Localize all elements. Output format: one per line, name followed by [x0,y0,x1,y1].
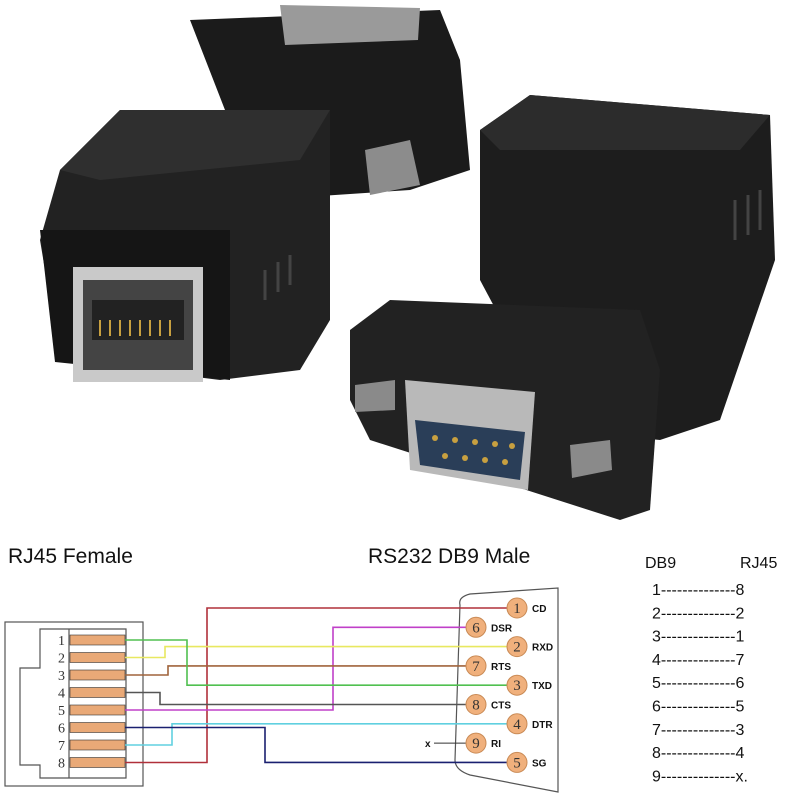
table-row: 1--------------8 [652,582,744,599]
db9-title: RS232 DB9 Male [368,545,530,568]
db9-signal-label: TXD [532,681,552,692]
db9-pin-circle [465,655,487,677]
db9-pin-number: 6 [472,620,480,636]
db9-pin-number: 5 [513,755,521,771]
db9-pin-circle [506,751,528,773]
db9-signal-label: DSR [491,623,513,634]
table-row: 6--------------5 [652,699,744,716]
rj45-pin-number: 2 [58,652,65,667]
db9-pin-number: 7 [472,659,480,675]
wire-db9-5 [125,726,507,764]
wire-db9-7 [125,665,466,676]
table-row: 5--------------6 [652,675,744,692]
wire-db9-4 [125,723,507,746]
rj45-pin-number: 6 [58,722,65,737]
db9-adapter-photo [350,95,775,520]
db9-pin-circle [465,694,487,715]
db9-pin-circle [506,597,528,619]
table-row: 7--------------3 [652,722,744,739]
db9-signal-label: CTS [491,701,511,712]
wire-db9-8 [125,691,466,706]
rj45-title: RJ45 Female [8,545,133,568]
rj45-pin-number: 7 [58,739,65,754]
rj45-pin-number: 3 [58,669,65,684]
rj45-adapter-photo [40,5,470,382]
db9-signal-label: DTR [532,720,553,731]
db9-connector-diagram [454,587,559,793]
rj45-pin [69,669,126,681]
wire-db9-3 [125,639,507,686]
table-row: 4--------------7 [652,652,744,669]
db9-pin-number: 9 [472,736,480,752]
db9-pin-circle [506,636,528,658]
db9-signal-label: SG [532,758,547,769]
rj45-jack-diagram: 1 2 3 4 5 6 7 8 [4,621,144,787]
rj45-pin-number: 5 [58,704,65,719]
db9-signal-label: RXD [532,643,553,654]
db9-signal-label: CD [532,604,546,615]
db9-pin-circle [465,732,487,754]
table-row: 3--------------1 [652,629,744,646]
rj45-pin [69,722,126,733]
db9-pin-number: 8 [472,698,480,714]
db9-pin-number: 3 [513,678,521,694]
db9-pin-circle [465,616,487,638]
wire-db9-2 [125,645,507,659]
rj45-pin [69,704,126,716]
unconnected-mark: x [425,739,431,750]
db9-pin-number: 4 [513,717,521,733]
rj45-pin [69,757,126,768]
mapping-table: DB9 RJ45 1--------------8 2--------------… [645,555,777,785]
table-row: 8--------------4 [652,745,744,762]
db9-signal-label: RTS [491,662,511,673]
db9-pin-circle [506,674,528,696]
rj45-pin-number: 4 [58,687,65,702]
db9-pin-number: 1 [513,601,521,617]
db9-pin-circle [506,713,528,735]
table-header-db9: DB9 [645,555,676,572]
db9-pin-number: 2 [513,640,521,656]
table-row: 2--------------2 [652,605,744,622]
wire-db9-6 [125,626,466,711]
rj45-pin-number: 8 [58,757,65,772]
rj45-pin-number: 1 [58,634,65,649]
table-row: 9--------------x. [652,768,748,785]
rj45-pin [69,634,126,646]
wiring [125,607,507,764]
db9-signal-label: RI [491,739,501,750]
rj45-pin [69,687,126,698]
rj45-pin [69,739,126,751]
table-header-rj45: RJ45 [740,555,777,572]
rj45-pin [69,652,126,663]
